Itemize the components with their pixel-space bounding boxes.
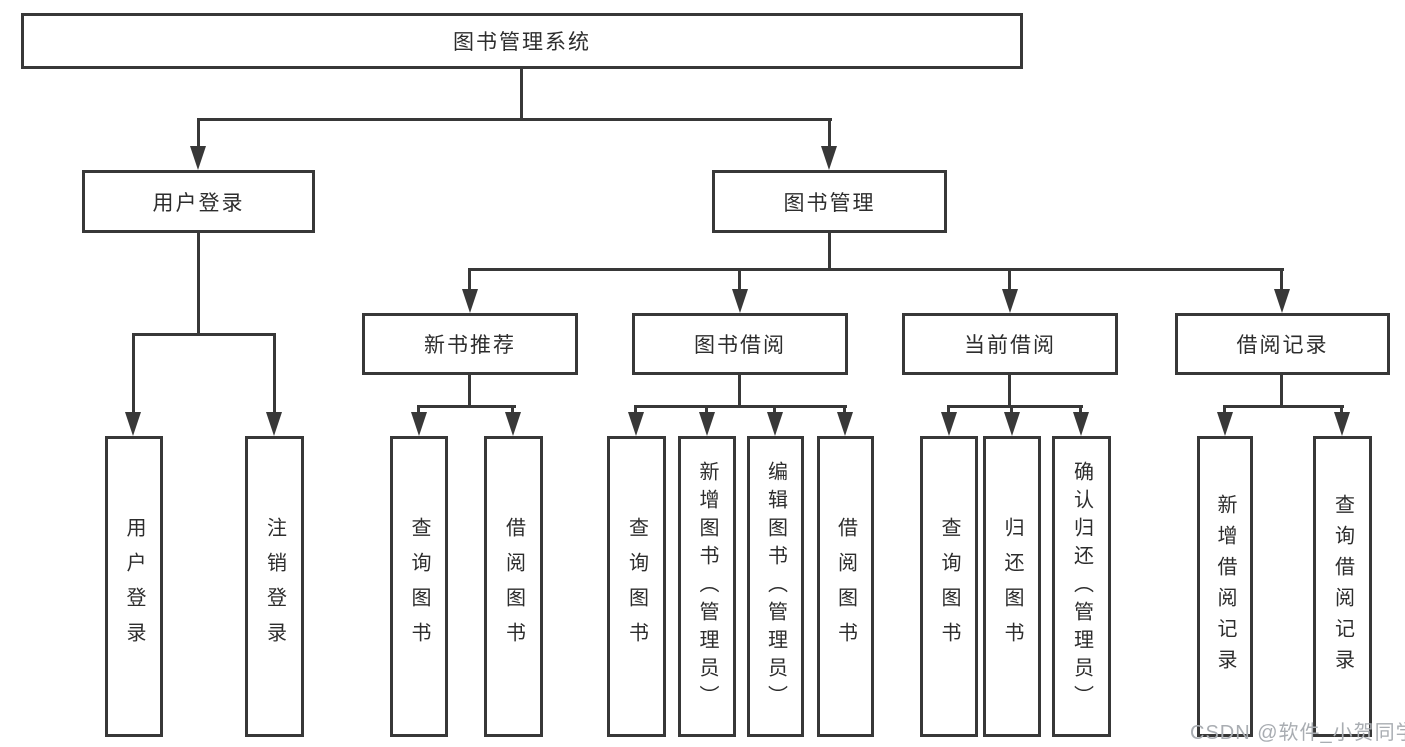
node-current-borrow: 当前借阅 (902, 313, 1118, 375)
connector-to-rec-query (417, 405, 420, 415)
leaf-user-login: 用户登录 (105, 436, 163, 737)
connector-new-rec-stem (468, 375, 471, 408)
connector-to-rec-borrow (511, 405, 514, 415)
arrowhead-current-borrow (1002, 289, 1018, 313)
node-user-login-label: 用户登录 (152, 191, 245, 215)
arrowhead-leaf-logout (266, 412, 282, 436)
leaf-borrow-query-books-label: 查询图书 (625, 516, 648, 657)
arrowhead-edit-book (767, 412, 783, 436)
connector-to-new-book-recommend (468, 268, 471, 292)
leaf-edit-book-admin-label: 编辑图书（管理员） (764, 460, 787, 713)
leaf-query-borrow-record-label: 查询借阅记录 (1331, 493, 1354, 680)
node-current-borrow-label: 当前借阅 (964, 334, 1056, 357)
node-root-label: 图书管理系统 (453, 31, 591, 54)
arrowhead-borrow-records (1274, 289, 1290, 313)
leaf-confirm-return-admin-label: 确认归还（管理员） (1070, 460, 1093, 713)
leaf-add-book-admin-label: 新增图书（管理员） (696, 460, 718, 713)
leaf-rec-borrow-books-label: 借阅图书 (502, 516, 525, 657)
connector-user-login-stem (197, 233, 200, 336)
connector-new-rec-split (417, 405, 516, 408)
arrowhead-book-management (821, 146, 837, 170)
connector-to-book-management (828, 118, 831, 148)
leaf-current-query-books-label: 查询图书 (938, 516, 960, 657)
arrowhead-rec-borrow (505, 412, 521, 436)
arrowhead-current-query (941, 412, 957, 436)
connector-book-mgmt-split (468, 268, 1284, 271)
connector-to-confirm-return (1079, 405, 1082, 415)
arrowhead-confirm-return (1073, 412, 1089, 436)
leaf-current-query-books: 查询图书 (920, 436, 978, 737)
connector-current-stem (1008, 375, 1011, 408)
arrowhead-add-book (699, 412, 715, 436)
csdn-watermark: CSDN @软件_小贺同学 (1190, 722, 1405, 744)
connector-to-borrow-query (634, 405, 637, 415)
connector-to-leaf-user-login (132, 333, 135, 413)
arrowhead-return-books (1004, 412, 1020, 436)
leaf-return-books-label: 归还图书 (1001, 516, 1023, 657)
node-book-management: 图书管理 (712, 170, 947, 233)
leaf-add-borrow-record-label: 新增借阅记录 (1214, 493, 1236, 680)
leaf-user-login-label: 用户登录 (123, 516, 145, 657)
connector-root-split (197, 118, 832, 121)
connector-to-user-login (197, 118, 200, 148)
leaf-return-books: 归还图书 (983, 436, 1041, 737)
connector-to-book-borrow (738, 268, 741, 292)
leaf-add-borrow-record: 新增借阅记录 (1197, 436, 1253, 737)
node-book-management-label: 图书管理 (783, 191, 876, 215)
leaf-logout-label: 注销登录 (263, 516, 286, 657)
leaf-add-book-admin: 新增图书（管理员） (678, 436, 736, 737)
connector-to-borrow-records (1280, 268, 1283, 292)
node-user-login: 用户登录 (82, 170, 315, 233)
connector-to-return-books (1010, 405, 1013, 415)
arrowhead-borrow-query (628, 412, 644, 436)
connector-borrow-split (635, 405, 847, 408)
leaf-rec-borrow-books: 借阅图书 (484, 436, 543, 737)
node-borrow-records-label: 借阅记录 (1236, 334, 1329, 357)
arrowhead-rec-query (411, 412, 427, 436)
leaf-rec-query-books-label: 查询图书 (408, 516, 430, 657)
node-borrow-records: 借阅记录 (1175, 313, 1390, 375)
connector-borrow-stem (738, 375, 741, 408)
node-new-book-recommend-label: 新书推荐 (424, 334, 516, 357)
connector-to-leaf-logout (273, 333, 276, 413)
node-root: 图书管理系统 (21, 13, 1023, 69)
connector-records-stem (1280, 375, 1283, 408)
connector-to-edit-book (773, 405, 776, 415)
connector-to-query-record (1340, 405, 1343, 415)
connector-user-login-split (132, 333, 276, 336)
leaf-borrow-books-label: 借阅图书 (834, 516, 857, 657)
leaf-logout: 注销登录 (245, 436, 304, 737)
connector-to-current-query (947, 405, 950, 415)
leaf-rec-query-books: 查询图书 (390, 436, 448, 737)
node-book-borrow-label: 图书借阅 (694, 334, 786, 357)
arrowhead-new-book-recommend (462, 289, 478, 313)
leaf-query-borrow-record: 查询借阅记录 (1313, 436, 1372, 737)
connector-to-add-book (705, 405, 708, 415)
leaf-borrow-books: 借阅图书 (817, 436, 874, 737)
arrowhead-add-record (1217, 412, 1233, 436)
node-book-borrow: 图书借阅 (632, 313, 848, 375)
connector-root-stem (520, 69, 523, 121)
arrowhead-query-record (1334, 412, 1350, 436)
connector-to-add-record (1223, 405, 1226, 415)
connector-current-split (947, 405, 1083, 408)
connector-records-split (1223, 405, 1344, 408)
arrowhead-leaf-user-login (125, 412, 141, 436)
connector-to-current-borrow (1008, 268, 1011, 292)
arrowhead-borrow-books (837, 412, 853, 436)
node-new-book-recommend: 新书推荐 (362, 313, 578, 375)
arrowhead-book-borrow (732, 289, 748, 313)
leaf-confirm-return-admin: 确认归还（管理员） (1052, 436, 1111, 737)
connector-book-mgmt-stem (828, 233, 831, 271)
connector-to-borrow-books (843, 405, 846, 415)
leaf-borrow-query-books: 查询图书 (607, 436, 666, 737)
leaf-edit-book-admin: 编辑图书（管理员） (747, 436, 804, 737)
arrowhead-user-login (190, 146, 206, 170)
